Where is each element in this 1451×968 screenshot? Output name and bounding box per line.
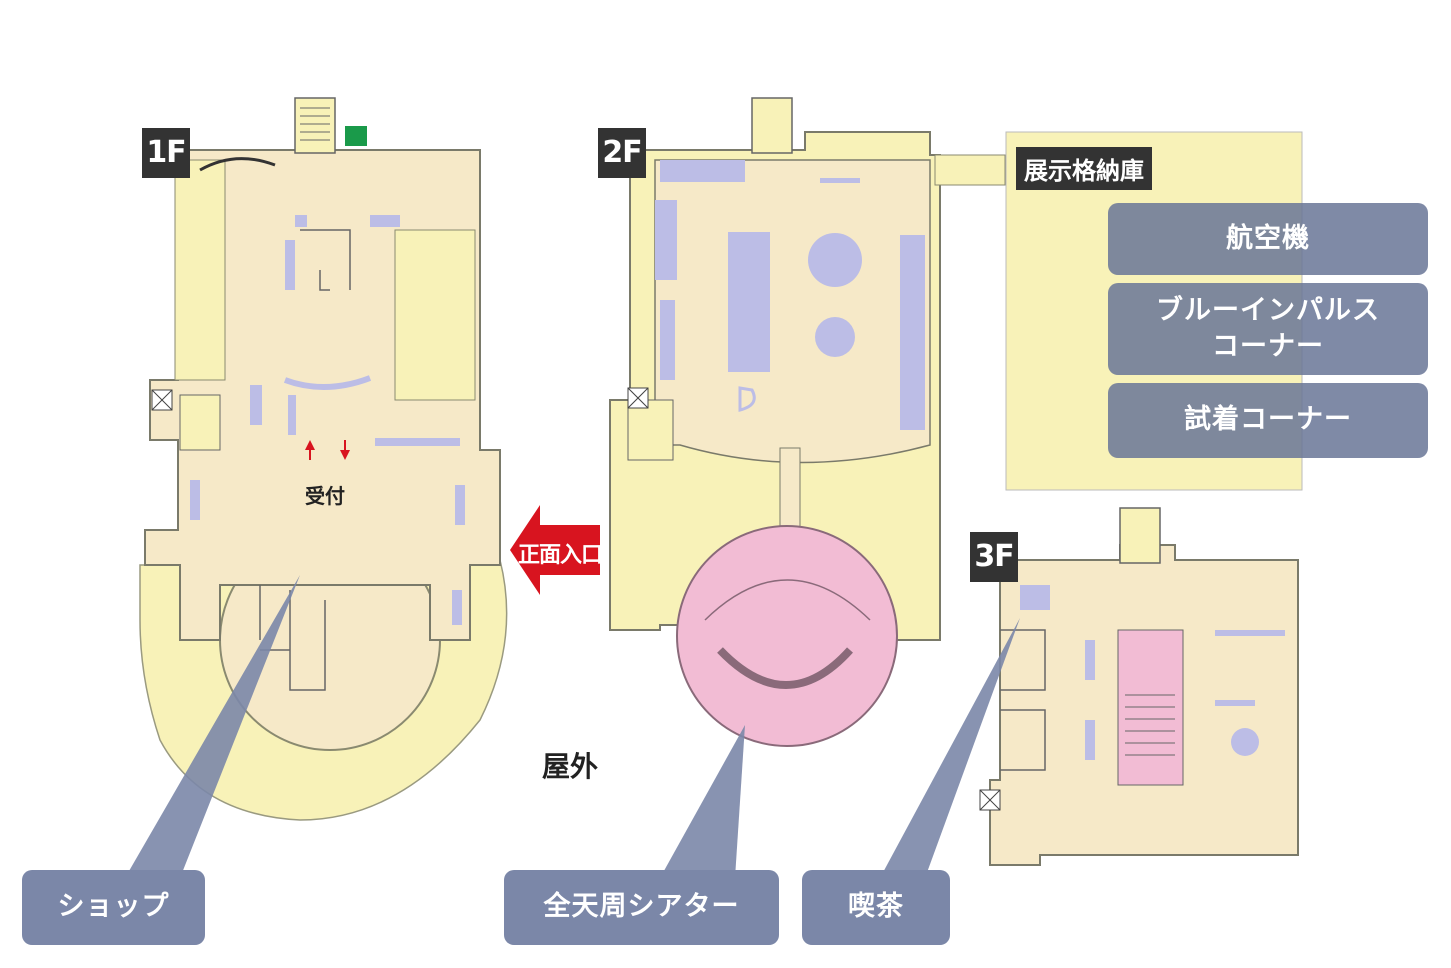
callout-theater[interactable]: 全天周シアター [504,870,779,945]
exit-sign-icon [345,126,367,146]
1f-inner-walls [259,229,351,691]
3f-furniture [1020,585,1285,760]
floor-1f-plan [139,97,508,821]
2f-elevator [627,387,649,409]
2f-furniture [655,160,925,430]
2f-theater-seating [717,647,853,689]
storage-title: 展示格納庫 [1016,147,1152,190]
zone-try-on[interactable]: 試着コーナー [1108,383,1428,458]
3f-stage-steps [1125,694,1175,756]
2f-theater-arc [704,579,871,621]
floor-3f-plan [979,507,1299,866]
stairs-icon [300,107,330,141]
outdoor-label: 屋外 [542,750,599,783]
shop-pointer [125,575,300,878]
2f-stair-top [751,97,793,154]
elevator-icon [151,389,173,411]
2f-inner-hall [654,159,931,464]
reception-label: 受付 [305,484,345,508]
1f-stair-left [179,394,221,451]
1f-left-wing [174,159,226,381]
1f-arc-wall [283,375,372,390]
callout-shop[interactable]: ショップ [22,870,205,945]
entrance-arrow-icon [510,505,600,595]
3f-inner-walls [1000,629,1046,771]
1f-stair-top [294,97,336,154]
2f-theater-dome [676,525,898,747]
floor-2f-label: 2F [598,128,646,178]
cafe-pointer [880,618,1020,878]
floor-2f-plan [609,97,1006,747]
zone-blue-impulse[interactable]: ブルーインパルス コーナー [1108,283,1428,375]
callout-cafe[interactable]: 喫茶 [802,870,950,945]
1f-entry-arrows [305,440,350,460]
3f-stair-top [1119,507,1161,564]
2f-stair-left [627,399,674,461]
1f-furniture [190,215,465,625]
3f-elevator [979,789,1001,811]
zone-aircraft[interactable]: 航空機 [1108,203,1428,275]
1f-arc-wall-top [199,157,276,172]
1f-right-wing [394,229,476,401]
main-entrance-label: 正面入口 [518,543,603,568]
2f-bridge [934,154,1006,186]
floor-1f-label: 1F [142,128,190,178]
floor-3f-label: 3F [970,532,1018,582]
2f-d-shape [738,386,756,412]
theater-pointer [660,725,745,878]
